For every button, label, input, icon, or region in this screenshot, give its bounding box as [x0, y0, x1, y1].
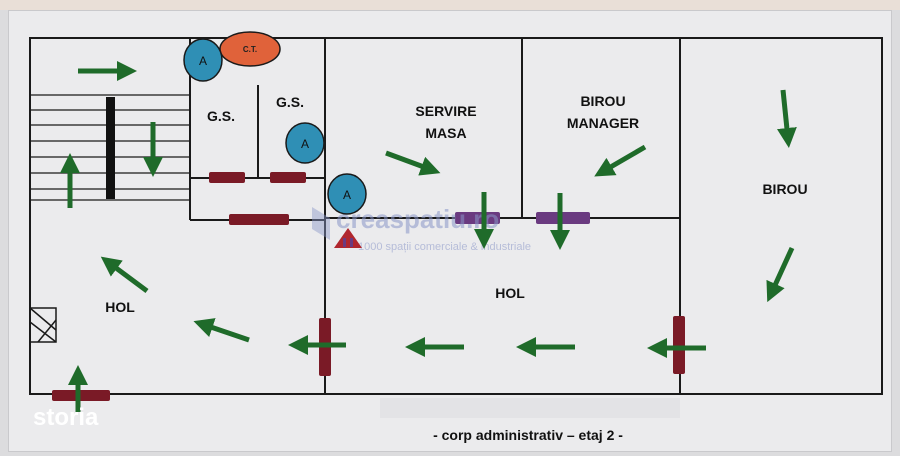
- door: [455, 212, 500, 224]
- caption-strip: [380, 398, 680, 418]
- arrow-icon: [193, 318, 250, 343]
- watermark-brand: creaspatiu.ro: [336, 204, 499, 234]
- ct-boiler: C.T.: [219, 31, 281, 67]
- room-label-hol-center: HOL: [495, 285, 525, 301]
- room-label-masa: MASA: [425, 125, 466, 141]
- hydrant-icon: [334, 228, 362, 248]
- door: [270, 172, 306, 183]
- evacuation-arrows: [60, 61, 797, 412]
- extinguisher-icon: A: [285, 122, 325, 164]
- top-strip: [0, 0, 900, 10]
- room-label-birou: BIROU: [762, 181, 807, 197]
- outer-wall: [29, 37, 883, 395]
- arrow-icon: [776, 89, 797, 148]
- door: [673, 316, 685, 374]
- arrow-icon: [766, 246, 795, 303]
- door: [52, 390, 110, 401]
- arrow-icon: [385, 150, 441, 176]
- watermark-tagline: 1000 spații comerciale & industriale: [358, 241, 531, 253]
- room-labels: G.S. G.S. SERVIRE MASA BIROU MANAGER BIR…: [105, 93, 807, 315]
- arrow-icon: [100, 256, 149, 294]
- extinguisher-icon: A: [183, 38, 223, 82]
- ct-label: C.T.: [243, 45, 257, 54]
- plan-board: [8, 10, 892, 452]
- plan-caption: - corp administrativ – etaj 2 -: [433, 427, 623, 443]
- door: [536, 212, 590, 224]
- staircase: [30, 94, 190, 201]
- door: [229, 214, 289, 225]
- room-label-hol-left: HOL: [105, 299, 135, 315]
- shaft-icon: [29, 307, 57, 343]
- extinguisher-label: A: [343, 188, 351, 202]
- room-label-birou-manager-1: BIROU: [580, 93, 625, 109]
- arrow-icon: [594, 144, 647, 177]
- door: [209, 172, 245, 183]
- room-label-gs-left: G.S.: [207, 108, 235, 124]
- extinguisher-label: A: [199, 54, 207, 68]
- storia-logo: storia: [33, 404, 99, 431]
- extinguisher-label: A: [301, 137, 309, 151]
- room-label-birou-manager-2: MANAGER: [567, 115, 639, 131]
- extinguisher-icon: A: [327, 173, 367, 215]
- room-label-servire: SERVIRE: [415, 103, 476, 119]
- room-label-gs-right: G.S.: [276, 94, 304, 110]
